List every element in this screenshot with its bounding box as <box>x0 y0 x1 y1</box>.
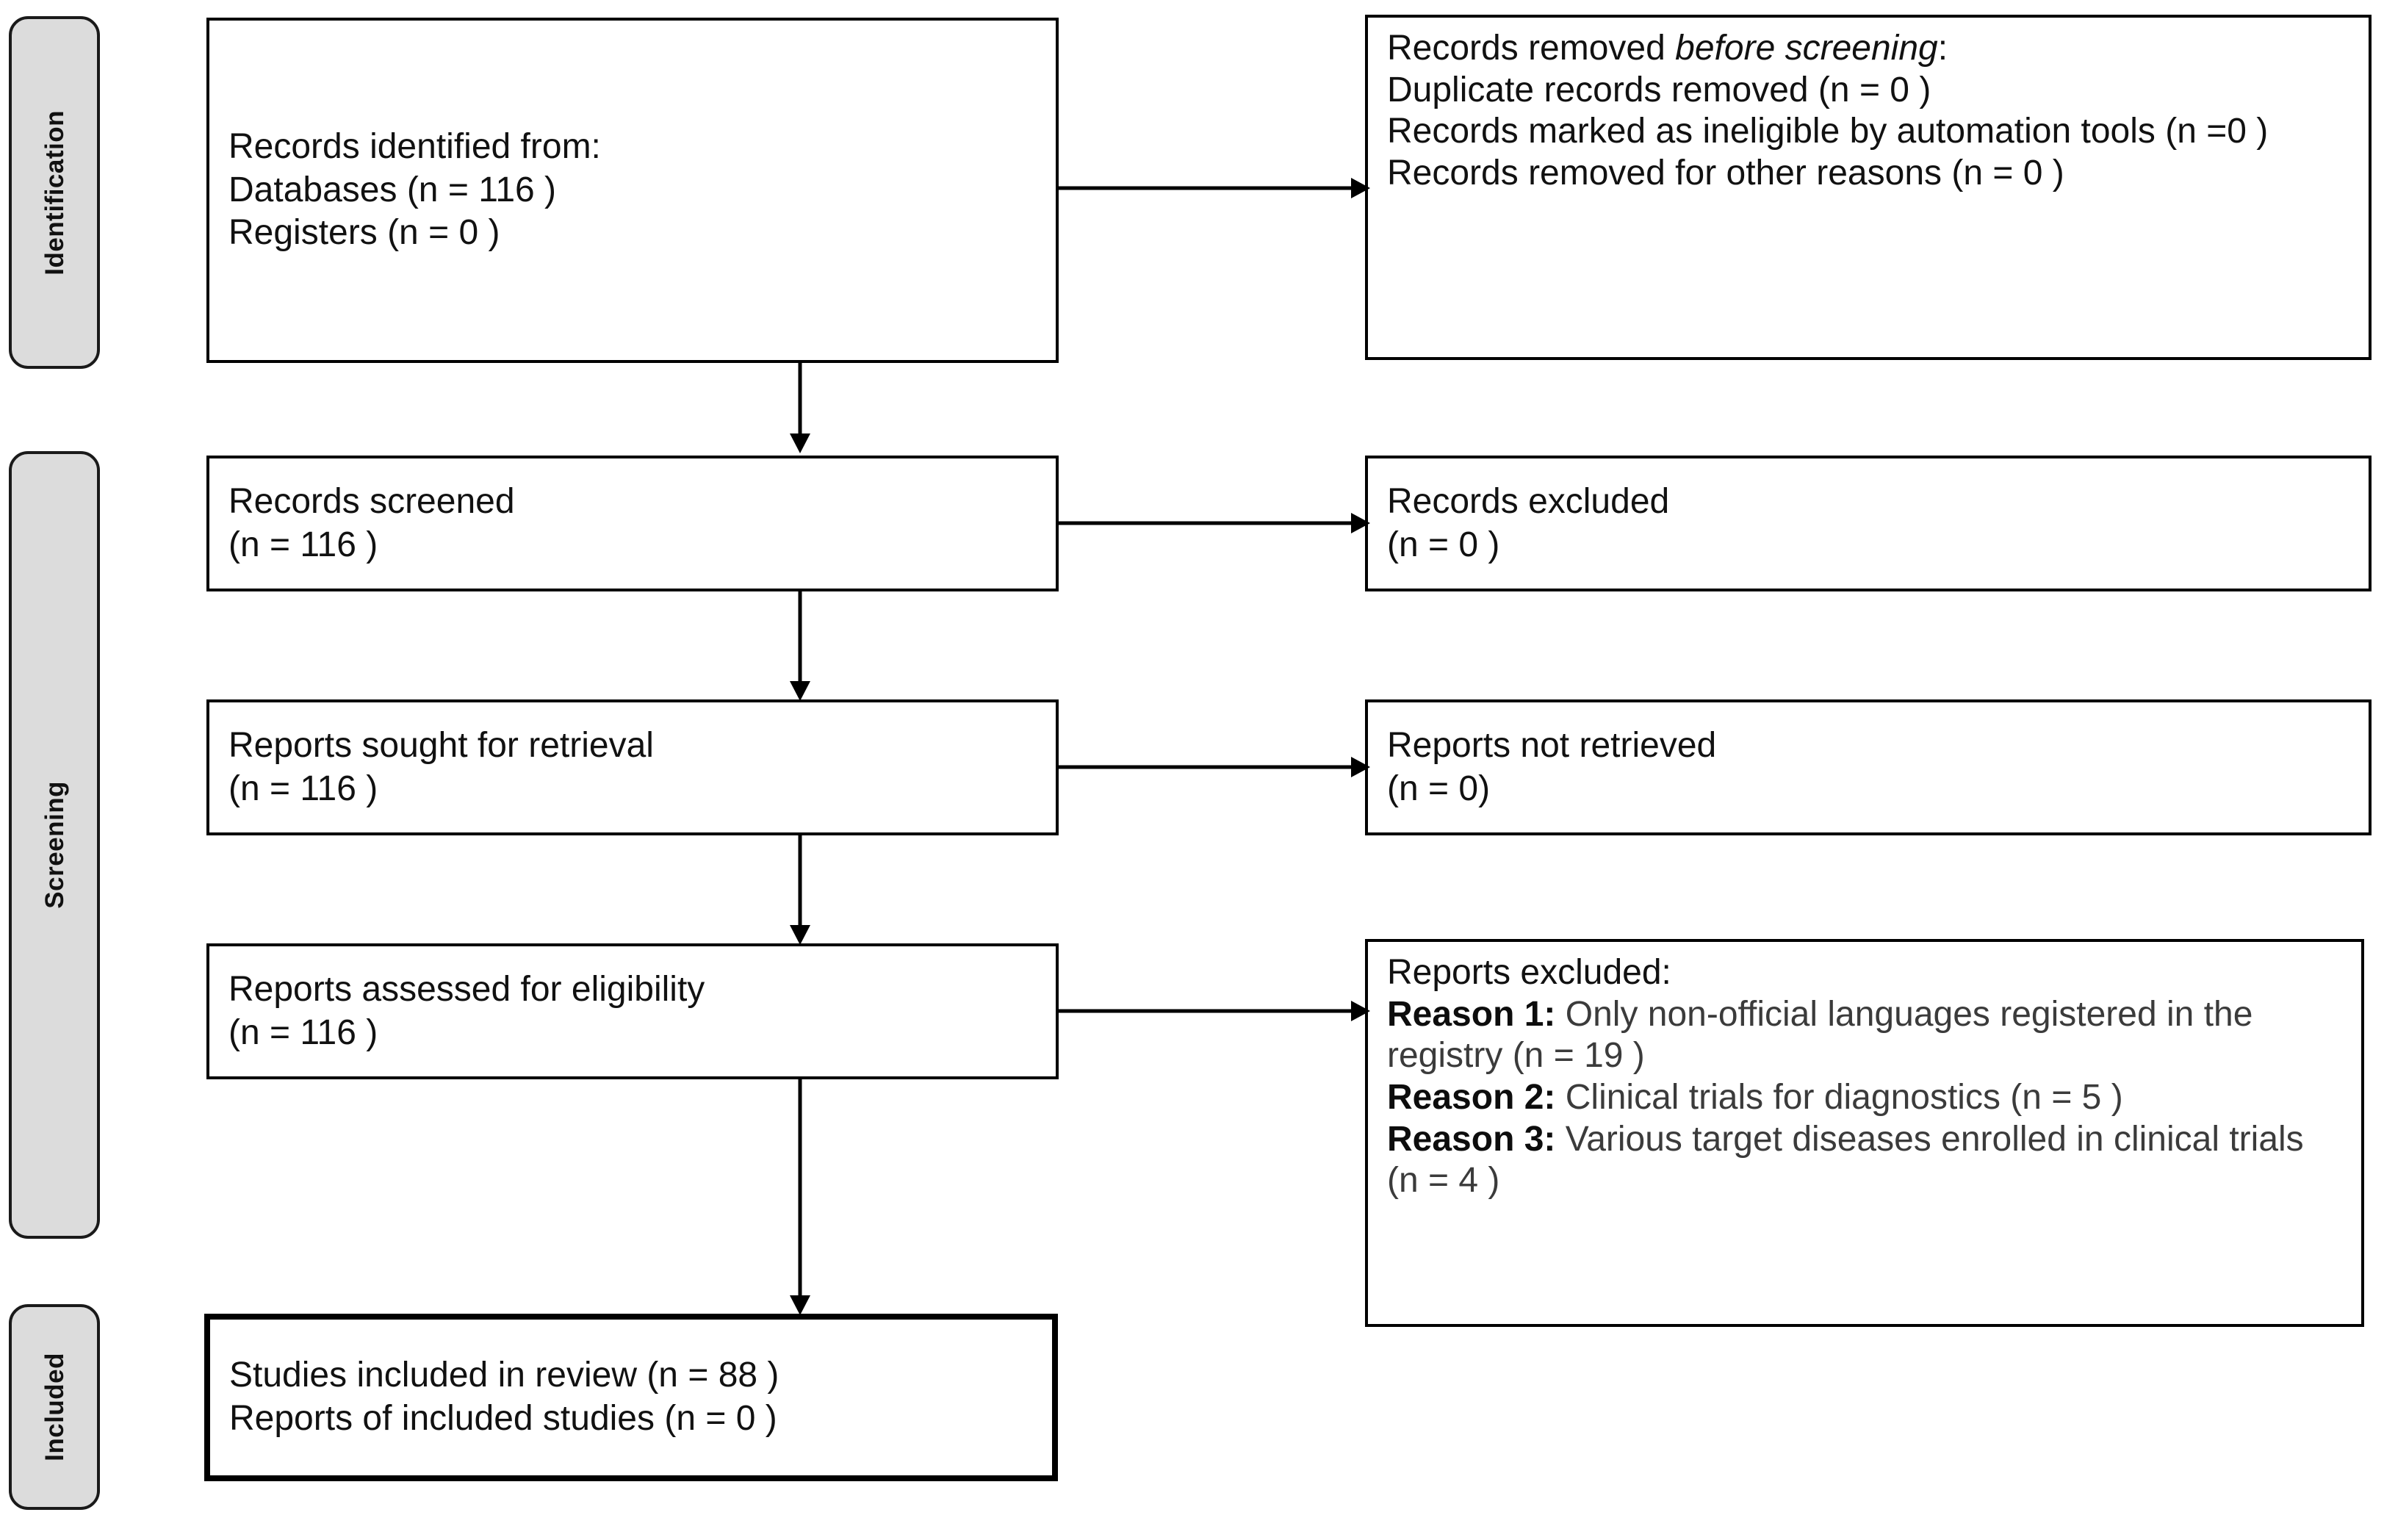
records-screened-line-1: Records screened <box>228 481 515 521</box>
arrow-screened-to-excluded <box>1059 508 1371 538</box>
reports-not-retrieved-line-1: Reports not retrieved <box>1387 725 1717 765</box>
records-excluded-line-1: Records excluded <box>1387 481 1670 521</box>
reports-assessed-line-2: (n = 116 ) <box>228 1012 378 1052</box>
stage-label-identification: Identification <box>40 109 69 276</box>
records-screened-line-2: (n = 116 ) <box>228 525 378 564</box>
stage-pill-identification: Identification <box>9 16 100 369</box>
records-removed-line-3: Records removed for other reasons (n = 0… <box>1387 153 2064 192</box>
reason-2-text: Clinical trials for diagnostics (n = 5 ) <box>1555 1077 2123 1117</box>
box-records-identified: Records identified from: Databases (n = … <box>206 18 1059 363</box>
records-identified-line-1: Records identified from: <box>228 127 601 167</box>
records-removed-heading-tail: : <box>1937 29 1948 68</box>
stage-label-screening: Screening <box>40 781 69 909</box>
box-records-screened: Records screened (n = 116 ) <box>206 456 1059 591</box>
box-records-removed: Records removed before screening: Duplic… <box>1365 15 2372 360</box>
reason-2-key: Reason 2: <box>1387 1077 1556 1117</box>
records-removed-heading-italic: before screening <box>1675 29 1938 68</box>
stage-pill-included: Included <box>9 1304 100 1510</box>
box-reports-excluded: Reports excluded: Reason 1: Only non-off… <box>1365 939 2364 1327</box>
arrow-screened-to-sought <box>785 591 815 702</box>
records-excluded-line-2: (n = 0 ) <box>1387 525 1500 564</box>
stage-pill-screening: Screening <box>9 451 100 1239</box>
records-removed-line-2: Records marked as ineligible by automati… <box>1387 112 2269 151</box>
arrow-assessed-to-excluded <box>1059 996 1371 1026</box>
reports-excluded-reason-2: Reason 2: Clinical trials for diagnostic… <box>1387 1077 2342 1119</box>
records-identified-line-3: Registers (n = 0 ) <box>228 213 500 253</box>
reason-1-key: Reason 1: <box>1387 994 1556 1034</box>
box-reports-assessed: Reports assessed for eligibility (n = 11… <box>206 943 1059 1079</box>
records-removed-heading-plain: Records removed <box>1387 29 1676 68</box>
arrow-assessed-to-included <box>785 1079 815 1316</box>
reports-sought-line-2: (n = 116 ) <box>228 769 378 808</box>
reports-excluded-reason-1: Reason 1: Only non-official languages re… <box>1387 994 2342 1077</box>
reports-not-retrieved-line-2: (n = 0) <box>1387 769 1491 808</box>
stage-label-included: Included <box>40 1353 69 1461</box>
reports-excluded-reason-3: Reason 3: Various target diseases enroll… <box>1387 1119 2342 1202</box>
box-reports-sought: Reports sought for retrieval (n = 116 ) <box>206 699 1059 835</box>
arrow-sought-to-not-retrieved <box>1059 752 1371 782</box>
box-records-excluded: Records excluded (n = 0 ) <box>1365 456 2372 591</box>
box-studies-included: Studies included in review (n = 88 ) Rep… <box>204 1314 1058 1481</box>
reports-assessed-line-1: Reports assessed for eligibility <box>228 969 705 1009</box>
arrow-identified-to-removed <box>1059 173 1371 203</box>
reason-3-text: Various target diseases enrolled in clin… <box>1387 1119 2304 1201</box>
reports-sought-line-1: Reports sought for retrieval <box>228 725 654 765</box>
box-reports-not-retrieved: Reports not retrieved (n = 0) <box>1365 699 2372 835</box>
arrow-identified-to-screened <box>785 363 815 454</box>
records-identified-line-2: Databases (n = 116 ) <box>228 170 557 209</box>
records-removed-line-1: Duplicate records removed (n = 0 ) <box>1387 70 1931 109</box>
reports-excluded-heading: Reports excluded: <box>1387 953 1671 992</box>
reason-3-key: Reason 3: <box>1387 1119 1556 1159</box>
reason-1-text: Only non-official languages registered i… <box>1387 994 2253 1076</box>
records-removed-heading: Records removed before screening: <box>1387 28 2349 70</box>
studies-included-line-1: Studies included in review (n = 88 ) <box>229 1356 779 1395</box>
arrow-sought-to-assessed <box>785 835 815 946</box>
studies-included-line-2: Reports of included studies (n = 0 ) <box>229 1399 777 1438</box>
